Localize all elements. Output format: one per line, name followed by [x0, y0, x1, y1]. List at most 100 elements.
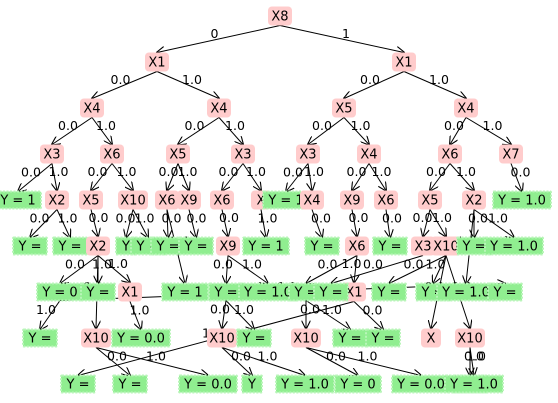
leaf-box	[52, 236, 88, 256]
leaf-box	[178, 236, 214, 256]
leaf-box	[208, 282, 244, 302]
node-label: X6	[158, 194, 175, 209]
split-node: X5	[418, 190, 442, 210]
split-box	[166, 144, 190, 164]
node-label: Y	[121, 240, 130, 255]
tree-edge	[353, 301, 383, 330]
split-box	[300, 190, 324, 210]
split-box	[357, 144, 381, 164]
edge-label: 1.0	[234, 302, 254, 317]
leaf-node: Y = 1	[0, 190, 42, 210]
leaf-node: Y =	[150, 236, 186, 256]
leaf-box	[12, 236, 48, 256]
leaf-box	[236, 328, 272, 348]
split-box	[216, 236, 240, 256]
node-label: X9	[219, 240, 236, 255]
edge-label: 1.0	[466, 349, 486, 364]
leaf-node: Y =	[313, 282, 349, 302]
tree-edge	[403, 71, 466, 99]
split-node: X10	[118, 190, 148, 210]
edge-label: 1.0	[351, 118, 371, 133]
split-box	[80, 98, 104, 118]
split-node: X2	[462, 190, 486, 210]
edge-label: 1.0	[342, 256, 362, 271]
split-node: X9	[177, 190, 201, 210]
leaf-node: Y = 0.0	[111, 328, 171, 348]
tree-edge	[433, 255, 447, 284]
edge-label: 0.0	[360, 72, 380, 87]
split-box	[118, 282, 142, 302]
split-box	[231, 144, 255, 164]
tree-edge	[95, 347, 130, 376]
node-label: Y =	[118, 378, 142, 393]
leaf-box	[334, 374, 382, 394]
node-label: X3	[43, 148, 60, 163]
leaf-node: Y =	[304, 236, 340, 256]
node-label: X	[257, 194, 266, 209]
edge-label: 0.0	[219, 210, 239, 225]
edge-label: 1.0	[178, 164, 198, 179]
tree-edge	[343, 117, 369, 145]
leaf-box	[161, 282, 209, 302]
tree-edge	[221, 209, 228, 237]
edge-label: 0.0	[349, 210, 369, 225]
node-label: Y =	[294, 286, 318, 301]
split-node: X10	[207, 328, 237, 348]
leaf-node: Y = 1	[161, 282, 209, 302]
split-box	[45, 190, 69, 210]
tree-edge	[95, 347, 208, 376]
tree-edge	[352, 209, 357, 237]
tree-edge	[423, 209, 431, 237]
edge-label: 0.0	[107, 349, 127, 364]
tree-edge	[157, 25, 281, 53]
tree-edge	[40, 300, 61, 330]
node-label: Y = 0	[339, 378, 375, 393]
edge-label: 0.0	[213, 257, 233, 272]
tree-edge	[389, 255, 447, 284]
node-label: Y =	[214, 286, 238, 301]
split-node: X3	[296, 144, 320, 164]
leaf-box	[371, 282, 407, 302]
edge-label: 0.0	[347, 164, 367, 179]
node-label: X4	[303, 194, 320, 209]
node-label: X9	[343, 194, 360, 209]
edge-label: 1.0	[58, 211, 78, 226]
split-box	[210, 190, 234, 210]
leaf-node: Y = 1	[262, 190, 310, 210]
edge-label: 0.0	[89, 210, 109, 225]
tree-edge	[60, 255, 99, 284]
node-label: X10	[433, 240, 458, 255]
tree-edge	[129, 301, 141, 330]
edge-label: 0.0	[404, 257, 424, 272]
split-box	[79, 190, 103, 210]
tree-edge	[242, 163, 261, 191]
split-node: X4	[80, 98, 104, 118]
tree-edge	[430, 163, 451, 191]
node-label: X2	[89, 240, 106, 255]
node-label: X10	[293, 332, 318, 347]
edge-label: 1.0	[426, 257, 446, 272]
tree-edge	[222, 163, 244, 191]
edge-label: 1.0	[96, 118, 116, 133]
node-label: Y	[247, 378, 256, 393]
split-node: X7	[499, 144, 523, 164]
tree-edge	[56, 209, 70, 238]
split-box	[81, 328, 111, 348]
tree-edge	[226, 255, 228, 284]
split-node: X10	[81, 328, 111, 348]
split-node: X10	[431, 236, 461, 256]
leaf-node: Y =	[178, 236, 214, 256]
edge-label: 1.0	[225, 118, 245, 133]
leaf-box	[80, 282, 116, 302]
node-label: X6	[377, 194, 394, 209]
node-label: X1	[148, 56, 165, 71]
tree-edge	[188, 209, 196, 238]
split-box	[454, 98, 478, 118]
edge-label: 1.0	[488, 211, 508, 226]
split-box	[207, 98, 231, 118]
tree-edge	[308, 117, 345, 145]
edge-label: 1.0	[304, 164, 324, 179]
tree-edge	[227, 255, 268, 284]
node-label: Y = 1.0	[280, 378, 329, 393]
